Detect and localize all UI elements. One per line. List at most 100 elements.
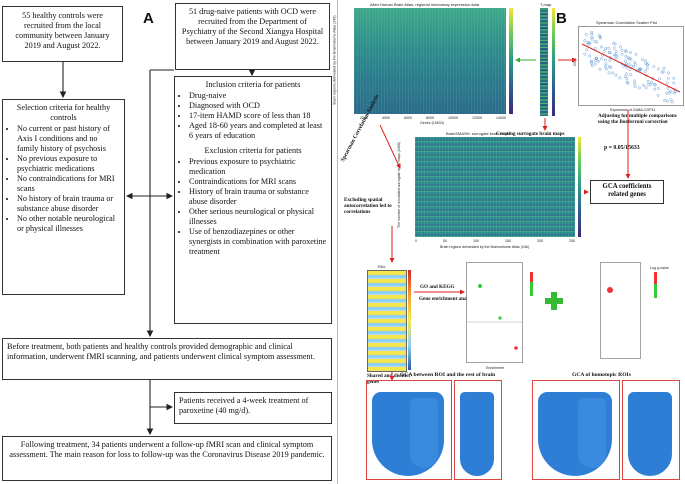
panel-b-letter: B — [556, 10, 567, 27]
scatter-point — [587, 41, 591, 45]
enrichment-legend: Log q-value — [650, 266, 669, 270]
scatter-point — [607, 65, 611, 68]
smash-xticks: 0 50 100 150 200 250 — [415, 239, 575, 243]
ahba-xlabel: Genes (15633) — [420, 121, 444, 125]
list-item: No other notable neurological or physica… — [17, 214, 120, 234]
scatter-point — [599, 57, 603, 61]
scatter-point — [618, 76, 622, 80]
scatter-point — [624, 72, 628, 76]
scatter-point — [638, 67, 642, 71]
scatter-point — [620, 52, 624, 56]
scatter-point — [620, 48, 624, 52]
gca-genes-box: GCA coefficients related genes — [590, 180, 664, 204]
scatter-point — [652, 65, 656, 69]
list-item: No current or past history of Axis I con… — [17, 124, 120, 154]
scatter-point — [594, 56, 598, 60]
scatter-point — [584, 32, 588, 36]
list-item: No previous exposure to psychiatric medi… — [17, 154, 120, 174]
scatter-point — [590, 32, 594, 36]
x-tick-label: 4000 — [382, 116, 390, 120]
scatter-point — [590, 31, 594, 34]
scatter-point — [625, 66, 629, 70]
scatter-point — [669, 98, 673, 102]
brain-shape — [460, 392, 494, 476]
exclusion-title: Exclusion criteria for patients — [204, 146, 302, 155]
rho-title: Rho — [378, 264, 386, 269]
label-go-kegg: GO and KEGG — [420, 284, 455, 290]
hc-criteria-title: Selection criteria for healthy controls — [16, 103, 111, 122]
scatter-point — [625, 77, 629, 81]
scatter-point — [604, 58, 608, 62]
enrichment-plot-right — [600, 262, 657, 359]
smash-heatmap — [415, 137, 575, 237]
scatter-point — [612, 46, 616, 50]
scatter-point — [646, 79, 650, 83]
scatter-point — [644, 86, 648, 90]
label-shared-distinct: Shared and distinct genes — [367, 373, 411, 385]
ahba-ylabel: Brain regions delineated by the Brainnet… — [332, 15, 337, 105]
scatter-point — [593, 47, 597, 51]
scatter-point — [642, 83, 646, 87]
label-gene-enrichment: Gene enrichment analysis — [419, 296, 477, 302]
ahba-xticks: 2000 4000 6000 8000 10000 12000 14000 — [360, 116, 506, 120]
scatter-point — [612, 41, 616, 45]
scatter-point — [604, 65, 608, 69]
scatter-point — [590, 64, 594, 68]
x-tick-label: 200 — [537, 239, 543, 243]
p-threshold: p = 0.05/15633 — [604, 145, 640, 151]
x-tick-label: 250 — [569, 239, 575, 243]
scatter-point — [629, 57, 633, 61]
scatter-point — [647, 83, 650, 87]
scatter-point — [666, 87, 670, 90]
x-tick-label: 12000 — [472, 116, 482, 120]
scatter-point — [656, 93, 660, 97]
panel-a-connectors — [59, 62, 256, 436]
scatter-point — [585, 41, 589, 45]
scatter-point — [665, 99, 669, 103]
scatter-point — [633, 60, 636, 64]
list-item: Drug-naive — [189, 91, 327, 101]
x-tick-label: 6000 — [404, 116, 412, 120]
list-item: History of brain trauma or substance abu… — [189, 187, 327, 207]
enrichment-point — [514, 346, 518, 350]
scatter-point — [602, 49, 606, 53]
scatter-point — [628, 68, 632, 72]
scatter-point — [641, 58, 645, 62]
healthy-control-criteria-box: Selection criteria for healthy controls … — [2, 99, 125, 295]
x-tick-label: 100 — [473, 239, 479, 243]
scatter-point — [660, 70, 664, 74]
enrichment-plot-left — [466, 262, 533, 363]
tmap-strip — [540, 8, 548, 116]
tmap-colorbar — [552, 8, 555, 116]
x-tick-label: 50 — [443, 239, 447, 243]
scatter-point — [629, 73, 633, 77]
scatter-point — [667, 71, 671, 75]
scatter-point — [672, 81, 676, 85]
scatter-point — [590, 61, 593, 65]
scatter-point — [672, 91, 676, 95]
before-treatment-box: Before treatment, both patients and heal… — [2, 338, 332, 380]
label-exclude: Excluding spatial autocorrelation led to… — [344, 197, 392, 215]
list-item: Other serious neurological or physical i… — [189, 207, 327, 227]
hc-criteria-list: No current or past history of Axis I con… — [7, 124, 120, 234]
x-tick-label: 14000 — [496, 116, 506, 120]
scatter-point — [633, 85, 637, 89]
scatter-point — [608, 51, 612, 55]
scatter-point — [583, 39, 587, 42]
patients-box: 51 drug-naive patients with OCD were rec… — [175, 3, 330, 70]
scatter-point — [663, 98, 667, 102]
scatter-point — [656, 67, 660, 71]
scatter-point — [607, 71, 611, 75]
list-item: Previous exposure to psychiatric medicat… — [189, 157, 327, 177]
patient-criteria-box: Inclusion criteria for patients Drug-nai… — [174, 76, 332, 324]
scatter-point — [593, 40, 597, 44]
scatter-point — [604, 62, 608, 66]
scatter-point — [623, 49, 627, 53]
scatter-point — [589, 60, 593, 63]
inclusion-title: Inclusion criteria for patients — [205, 80, 301, 89]
scatter-point — [662, 66, 666, 70]
followup-box: Following treatment, 34 patients underwe… — [2, 436, 332, 481]
inclusion-list: Drug-naive Diagnosed with OCD 17-item HA… — [179, 91, 327, 141]
scatter-point — [619, 45, 623, 49]
scatter-point — [607, 46, 611, 50]
